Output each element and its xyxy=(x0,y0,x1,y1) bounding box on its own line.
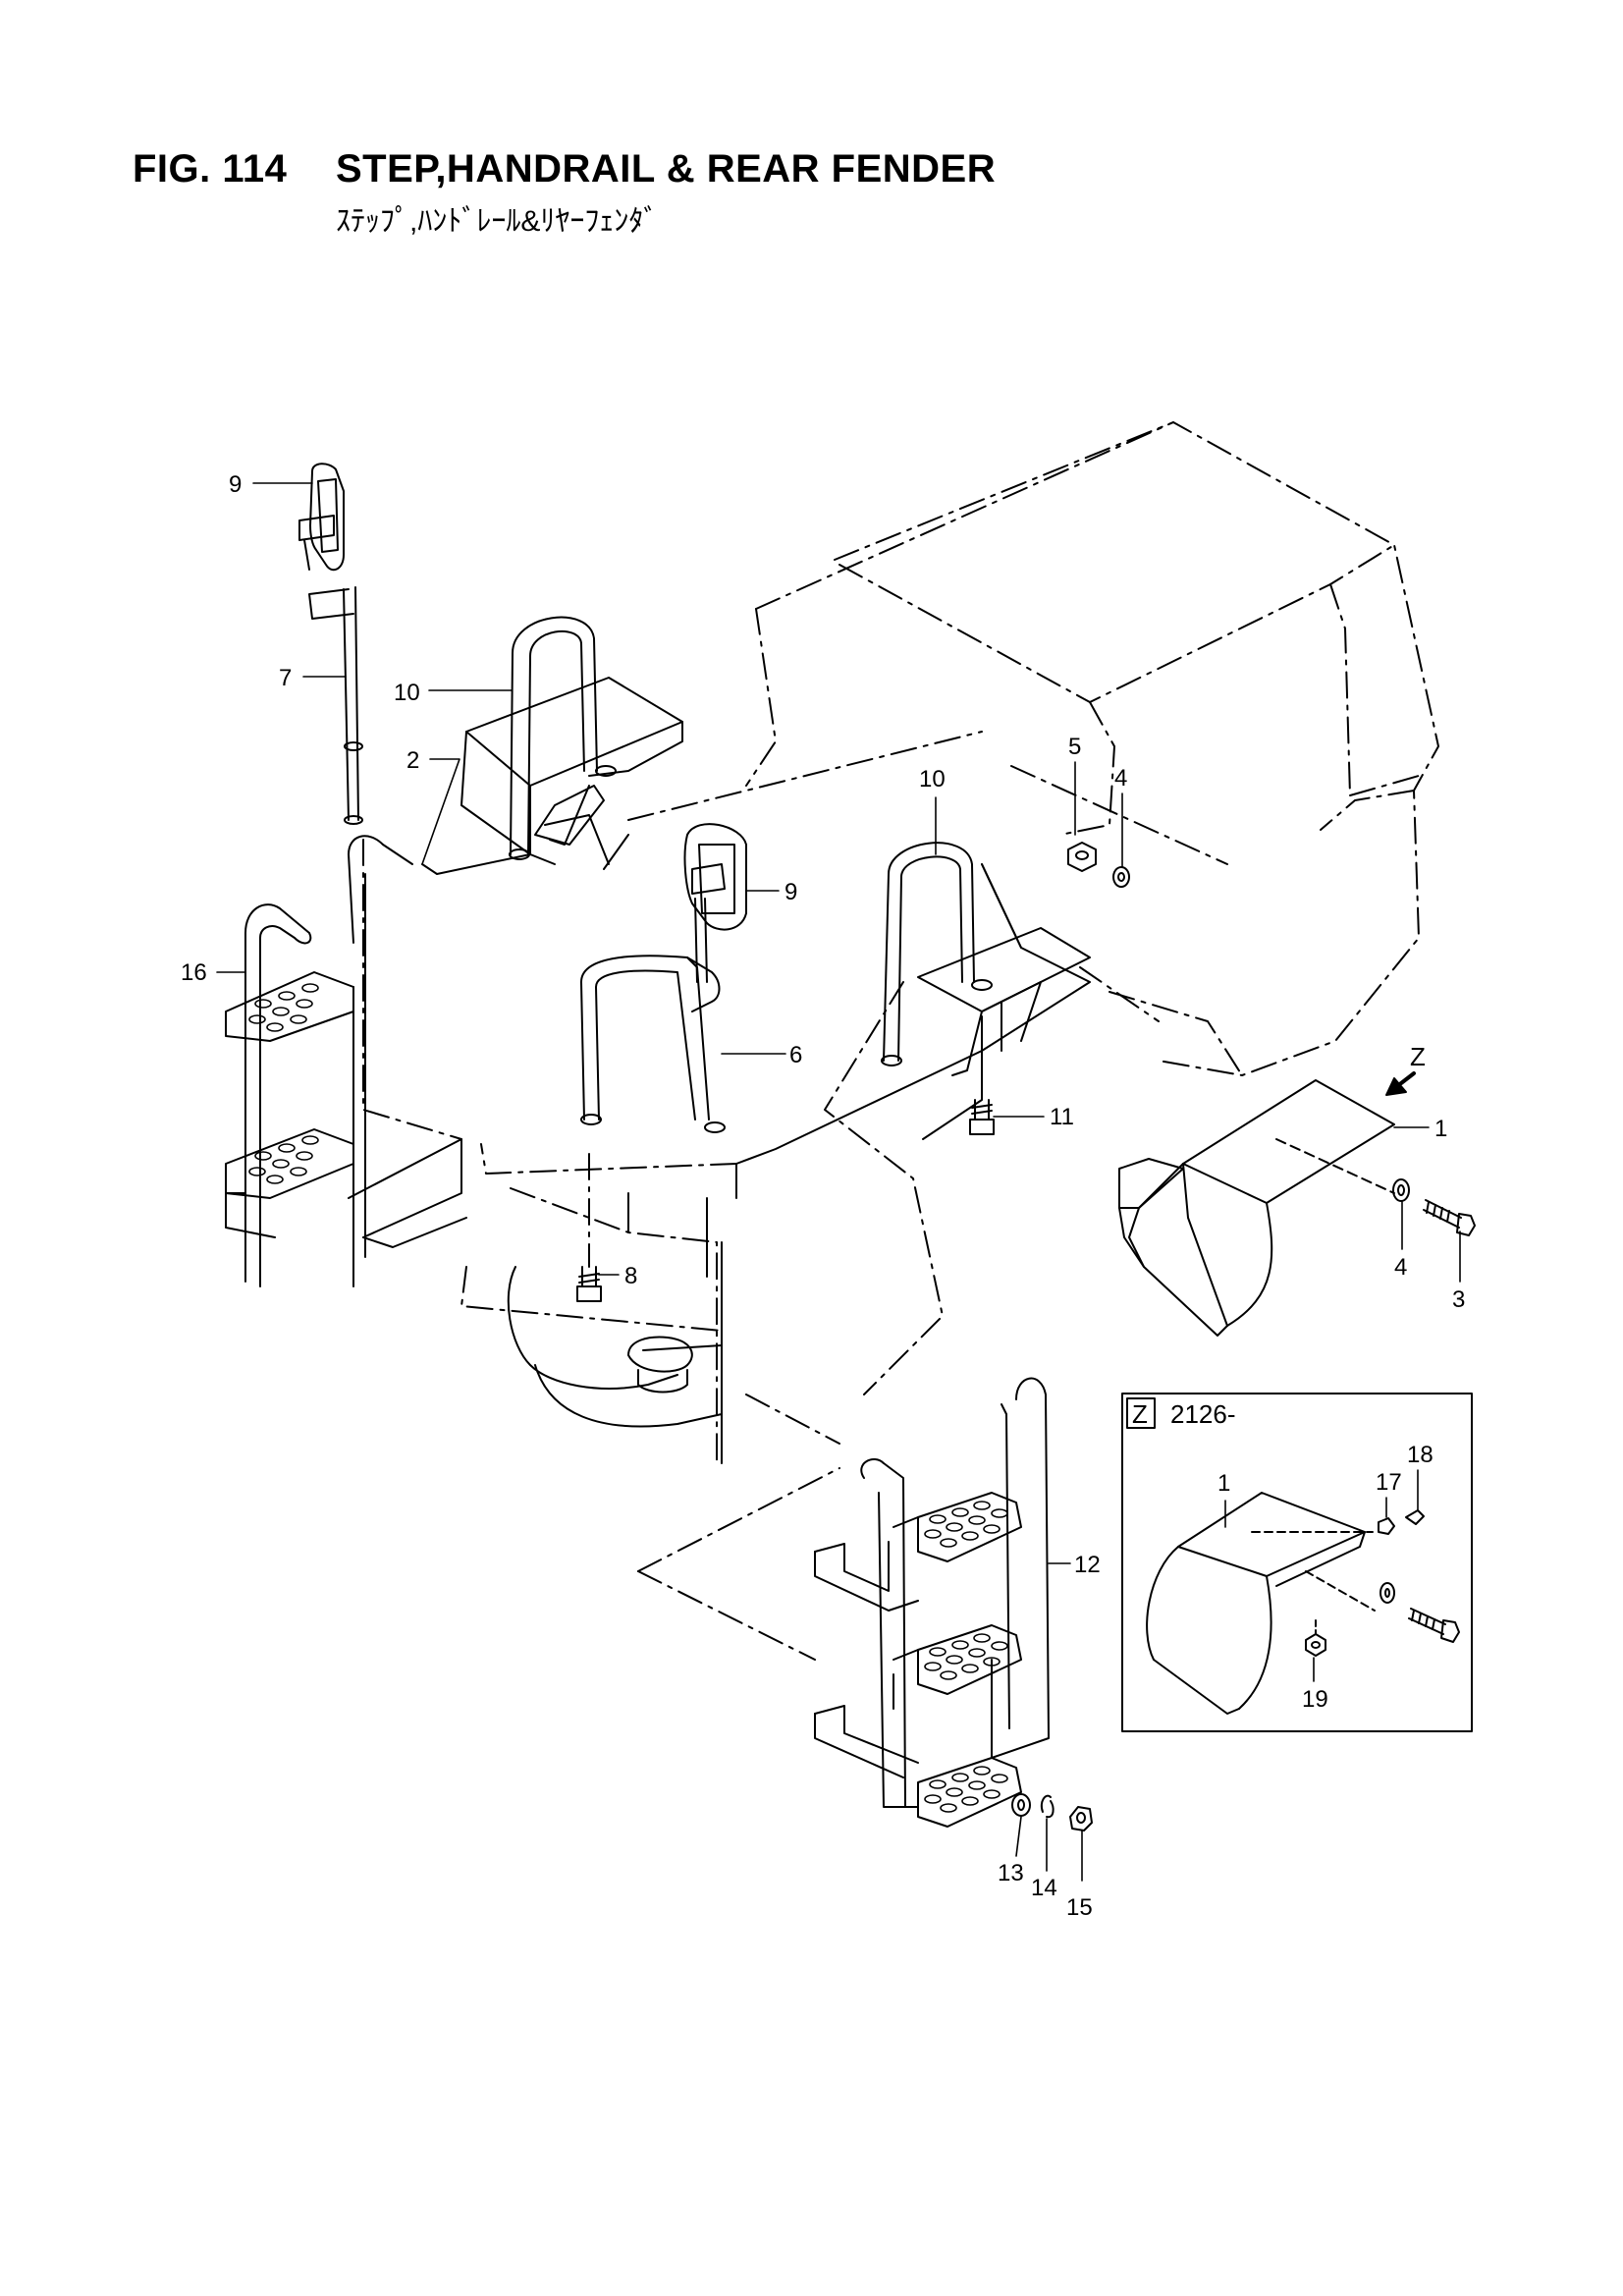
view-arrow-label: Z xyxy=(1410,1042,1426,1071)
bolt-3 xyxy=(1423,1199,1476,1236)
left-bracket xyxy=(421,677,683,875)
callout-17: 17 xyxy=(1376,1469,1402,1496)
detail-view-label: Z xyxy=(1132,1399,1148,1429)
callout-1-detail: 1 xyxy=(1217,1470,1230,1497)
right-handrail xyxy=(881,842,993,1066)
center-handrail xyxy=(580,955,726,1133)
callout-12: 12 xyxy=(1074,1552,1101,1578)
callout-10-right: 10 xyxy=(919,766,946,793)
left-step-holes xyxy=(248,983,319,1184)
callout-6: 6 xyxy=(789,1042,802,1068)
bolt-11 xyxy=(969,1069,995,1135)
nut-5 xyxy=(1067,842,1097,872)
figure-subtitle: ｽﾃｯﾌﾟ,ﾊﾝﾄﾞﾚｰﾙ&ﾘﾔｰﾌｪﾝﾀﾞ xyxy=(336,205,659,238)
washer-13 xyxy=(1011,1793,1031,1817)
callout-5: 5 xyxy=(1068,734,1081,760)
figure-number: FIG. 114 xyxy=(133,147,288,191)
rear-step-holes xyxy=(924,1501,1008,1813)
callouts: 9 7 10 2 16 9 6 10 5 4 11 8 1 4 3 12 13 … xyxy=(181,471,1465,1921)
center-mirror xyxy=(683,823,747,983)
figure-title: STEP,HANDRAIL & REAR FENDER xyxy=(336,147,997,191)
callout-16: 16 xyxy=(181,959,207,986)
detail-box-z xyxy=(1121,1393,1473,1732)
spring-washer-14 xyxy=(1040,1794,1055,1819)
left-step-ladder xyxy=(225,835,467,1287)
detail-serial-range: 2126- xyxy=(1170,1399,1236,1429)
deck-platform xyxy=(362,839,1091,1464)
callout-13: 13 xyxy=(998,1860,1024,1886)
callout-9-mirror-center: 9 xyxy=(784,879,797,905)
left-handrail xyxy=(509,616,617,860)
view-arrow-z xyxy=(1385,1071,1416,1096)
callout-3: 3 xyxy=(1452,1286,1465,1313)
right-bracket xyxy=(917,927,1091,1076)
rear-fender xyxy=(1118,1079,1395,1337)
callout-19: 19 xyxy=(1302,1686,1328,1713)
callout-2: 2 xyxy=(406,747,419,774)
bolt-8 xyxy=(576,1153,602,1302)
callout-18: 18 xyxy=(1407,1442,1434,1468)
callout-4-fender: 4 xyxy=(1394,1254,1407,1281)
leader-lines xyxy=(216,482,1461,1882)
callout-7: 7 xyxy=(279,665,292,691)
nut-15 xyxy=(1069,1806,1093,1831)
engine-hood-outline xyxy=(627,421,1439,1076)
callout-8: 8 xyxy=(624,1263,637,1289)
callout-10-left: 10 xyxy=(394,680,420,706)
washer-4b xyxy=(1392,1178,1410,1202)
left-mirror xyxy=(298,463,363,825)
callout-11: 11 xyxy=(1050,1104,1074,1130)
callout-1-fender: 1 xyxy=(1434,1116,1447,1142)
washer-4a xyxy=(1112,866,1130,888)
callout-4-hood: 4 xyxy=(1114,765,1127,792)
callout-14: 14 xyxy=(1031,1875,1057,1901)
frame-underside xyxy=(507,1197,723,1464)
rear-step-ladder xyxy=(637,1377,1050,1828)
callout-15: 15 xyxy=(1066,1894,1093,1921)
callout-9-mirror-left: 9 xyxy=(229,471,242,498)
